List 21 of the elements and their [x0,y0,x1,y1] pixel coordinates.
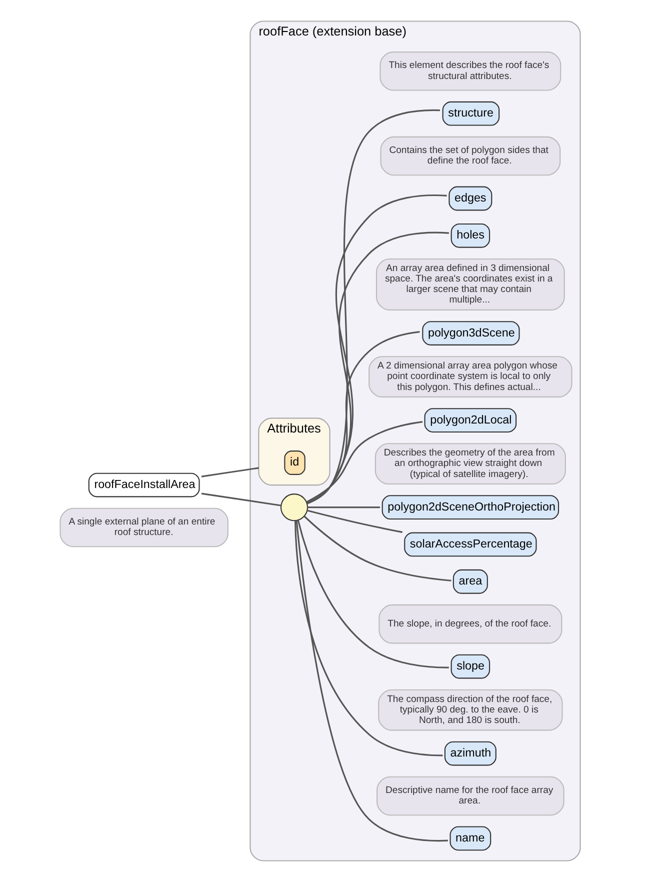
node-label: A 2 dimensional array area polygon whose point coordinate system is local to only this polygon. This defines actual... [377,360,557,393]
node-label: An array area defined in 3 dimensional space. The area's coordinates exist in a larger scene that may contain multiple... [384,262,552,306]
node-label: Contains the set of polygon sides that define the roof face. [388,145,548,167]
node-label: A single external plane of an entire roof structure. [68,516,215,538]
connector [296,520,448,668]
connector [306,510,402,533]
connector [306,109,440,504]
connector [303,516,451,582]
connector [306,330,420,504]
node-label: Describes the geometry of the area from an orthographic view straight down (typical of satellite imagery). [383,448,554,480]
connector [295,520,448,842]
connector [200,467,258,478]
connector [294,520,442,756]
node-label: Descriptive name for the roof face array area. [385,785,553,807]
connector [200,492,281,506]
connector [307,506,380,508]
node-circle [280,494,308,522]
node-label: The slope, in degrees, of the roof face. [387,618,551,630]
connector [306,421,422,503]
node-label: The compass direction of the roof face, typically 90 deg. to the eave. 0 is North, and 180 is south. [386,694,552,726]
node-label: This element describes the roof face's structural attributes. [388,60,549,82]
